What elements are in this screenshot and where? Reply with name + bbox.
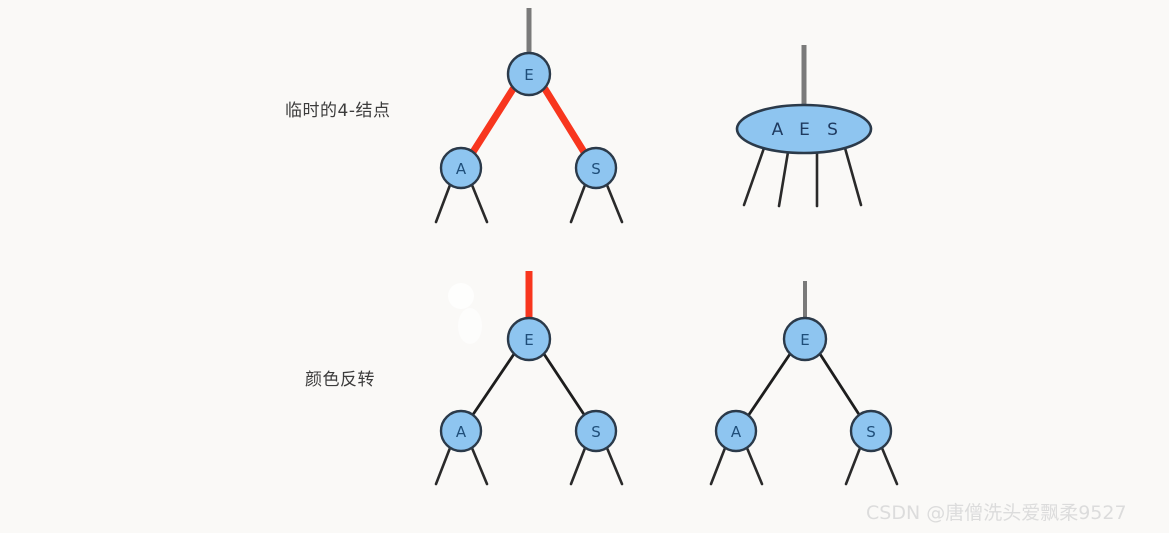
ellipse-key-s: S: [827, 120, 839, 140]
edge-e-a-red: [469, 85, 517, 156]
node-label: E: [524, 66, 533, 84]
node-label: S: [591, 160, 601, 178]
node-label: S: [591, 423, 601, 441]
ellipse-key-e: E: [799, 120, 811, 140]
node-circle: [714, 409, 758, 453]
node-circle: [782, 316, 828, 362]
leaf-stub-s-right: [880, 446, 899, 486]
tree-node-e[interactable]: E: [782, 316, 828, 362]
tree-node-a[interactable]: A: [439, 146, 483, 190]
node-label: A: [456, 423, 467, 441]
leaf-stub-s-right: [605, 183, 624, 224]
tree-node-a[interactable]: A: [714, 409, 758, 453]
node-circle: [439, 146, 483, 190]
tree-node-a[interactable]: A: [439, 409, 483, 453]
leaf-stub-s-left: [569, 183, 587, 224]
node-circle: [574, 409, 618, 453]
edge-e-s-black: [542, 352, 587, 418]
ellipse-key-a: A: [772, 120, 785, 140]
node-label: A: [731, 423, 742, 441]
tree-node-s[interactable]: S: [574, 409, 618, 453]
figure-color-flip-after-tree: E A S: [709, 281, 899, 486]
leaf-stub-a-right: [470, 446, 489, 486]
child-link-1: [742, 146, 766, 207]
child-link-2: [777, 150, 790, 208]
figure-color-flip-before-tree: E A S: [434, 271, 624, 486]
node-circle: [574, 146, 618, 190]
four-node-ellipse-shape[interactable]: [735, 103, 873, 155]
figure-temp-4-node-tree: E A S: [434, 8, 624, 224]
row-label-color-flip: 颜色反转: [305, 370, 375, 390]
node-circle: [506, 51, 552, 97]
node-label: A: [456, 160, 467, 178]
compression-artifact-blob: [458, 308, 482, 344]
node-label: E: [800, 331, 809, 349]
edge-e-s-black: [818, 352, 862, 418]
edge-e-a-black: [470, 352, 516, 418]
node-circle: [506, 316, 552, 362]
node-circle: [849, 409, 893, 453]
child-link-4: [843, 146, 863, 207]
row-label-temporary-4-node: 临时的4-结点: [285, 101, 391, 121]
edge-e-s-red: [541, 85, 588, 156]
leaf-stub-a-right: [745, 446, 764, 486]
leaf-stub-a-left: [709, 446, 727, 486]
leaf-stub-s-left: [844, 446, 862, 486]
leaf-stub-s-left: [569, 446, 587, 486]
node-label: E: [524, 331, 533, 349]
node-label: S: [866, 423, 876, 441]
tree-node-e[interactable]: E: [506, 51, 552, 97]
tree-node-s[interactable]: S: [574, 146, 618, 190]
figure-four-node-ellipse: A E S: [735, 45, 873, 208]
tree-node-s[interactable]: S: [849, 409, 893, 453]
tree-node-e[interactable]: E: [506, 316, 552, 362]
leaf-stub-s-right: [605, 446, 624, 486]
leaf-stub-a-left: [434, 183, 452, 224]
leaf-stub-a-left: [434, 446, 452, 486]
compression-artifact-blob: [448, 283, 474, 309]
csdn-watermark: CSDN @唐僧洗头爱飘柔9527: [866, 502, 1127, 524]
leaf-stub-a-right: [470, 183, 489, 224]
edge-e-a-black: [746, 352, 792, 418]
node-circle: [439, 409, 483, 453]
